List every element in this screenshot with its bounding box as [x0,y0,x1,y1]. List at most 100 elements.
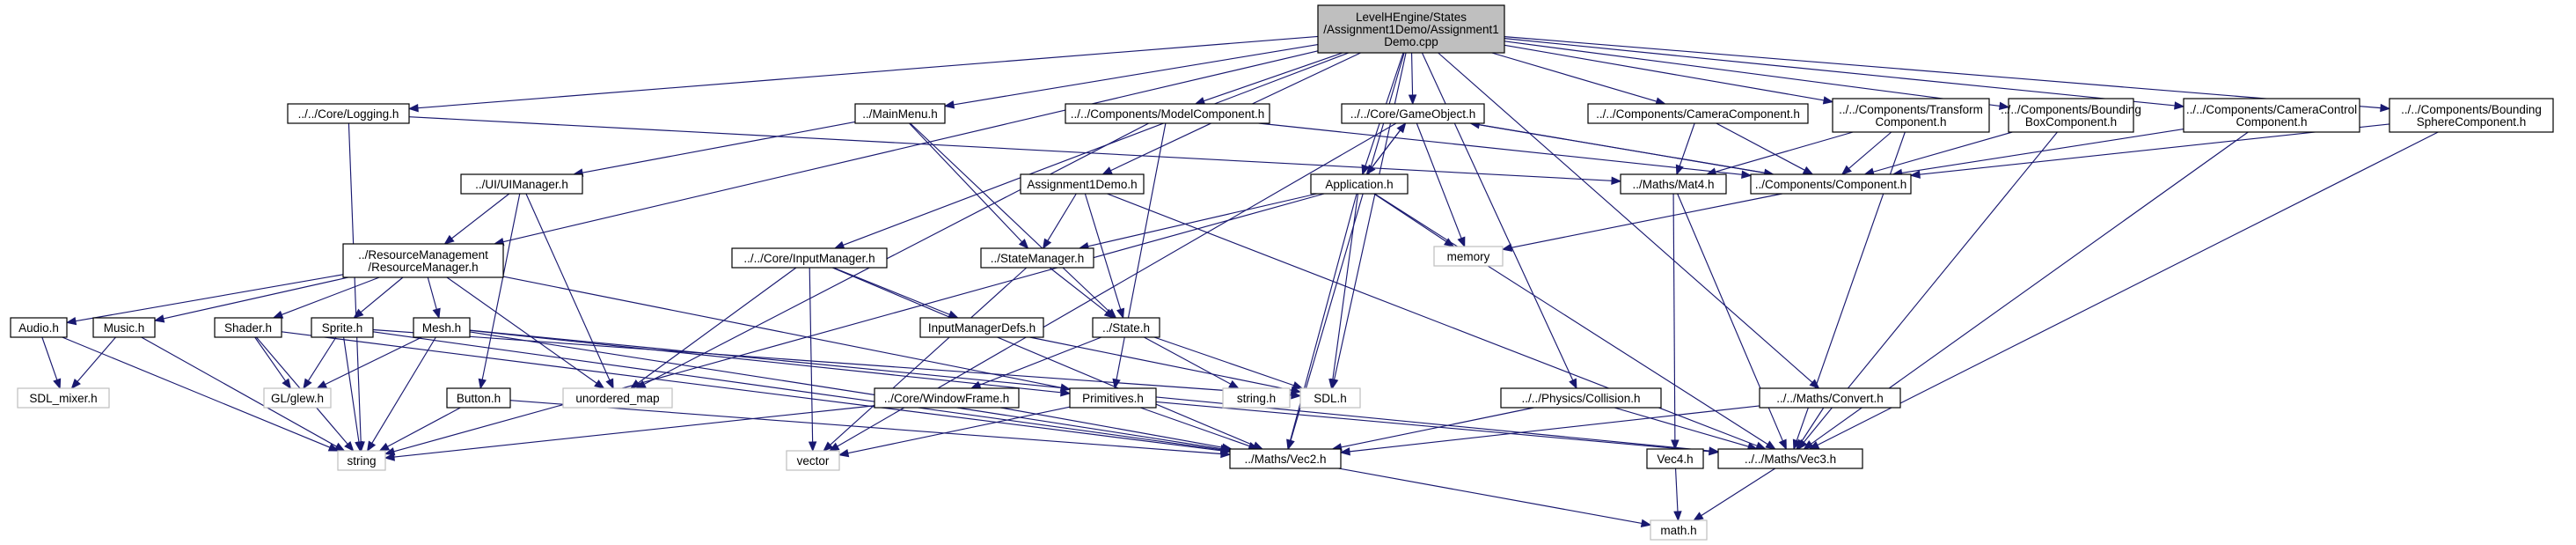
edge-sprite-to-glew [303,336,337,390]
node-box [854,103,946,124]
node-label: string [347,454,376,468]
edge-convert-to-vec3 [1796,407,1825,451]
node-label: ../../Core/GameObject.h [1350,107,1476,121]
node-gameobject[interactable]: ../../Core/GameObject.h [1341,103,1485,124]
node-button[interactable]: Button.h [446,387,511,409]
node-inputmanagerdefs[interactable]: InputManagerDefs.h [919,317,1044,338]
edge-root-to-gameobject [1408,52,1417,106]
edge-application-to-string [384,193,1325,456]
node-sprite[interactable]: Sprite.h [311,317,374,338]
edge-statemanager-to-state [1049,267,1115,319]
node-vector: vector [786,450,840,471]
edge-modelcomp-to-component [1258,122,1753,179]
edge-sprite-to-sdl [372,328,1302,400]
node-logging[interactable]: ../../Core/Logging.h [287,103,410,124]
node-label: InputManagerDefs.h [928,321,1036,335]
edge-state-to-sdl [1153,336,1304,390]
node-box [311,317,374,338]
edge-mesh-to-string [366,336,436,453]
node-box [1317,4,1505,54]
node-label: SDL.h [1314,392,1347,405]
node-label: /ResourceManager.h [368,261,478,274]
node-mainmenu[interactable]: ../MainMenu.h [854,103,946,124]
edge-assignment1demo-to-state [1084,193,1125,320]
edge-application-to-vec3 [1373,193,1776,450]
node-label: Demo.cpp [1384,35,1438,48]
node-primitives[interactable]: Primitives.h [1069,387,1157,409]
node-box [17,387,110,409]
node-box [92,317,156,338]
edge-music-to-sdlmixer [70,336,116,390]
node-music[interactable]: Music.h [92,317,156,338]
node-modelcomp[interactable]: ../../Components/ModelComponent.h [1065,103,1270,124]
node-box [1020,173,1145,195]
node-box [2389,98,2554,133]
edge-music-to-string [141,336,346,452]
node-box [1341,103,1485,124]
edge-assignment1demo-to-vec3 [1107,193,1767,450]
edge-logging-to-mat4 [408,116,1622,185]
node-convert[interactable]: ../../Maths/Convert.h [1759,387,1901,409]
node-label: Audio.h [18,321,59,335]
edge-transform-to-mat4 [1705,131,1854,176]
node-box [2183,98,2360,133]
node-vec4[interactable]: Vec4.h [1646,448,1704,469]
nodes-layer: LevelHEngine/States/Assignment1Demo/Assi… [10,4,2554,541]
edge-root-to-transform [1504,44,1834,105]
node-inputmanager[interactable]: ../../Core/InputManager.h [731,247,888,269]
edge-vec4-to-math [1673,468,1682,522]
node-vec3[interactable]: ../../Maths/Vec3.h [1717,448,1863,469]
edge-button-to-string [378,407,461,452]
node-sdl: SDL.h [1299,387,1361,409]
node-vec2[interactable]: ../Maths/Vec2.h [1229,448,1342,469]
node-cameracontrol[interactable]: ../../Components/CameraControlComponent.… [2183,98,2360,133]
edge-resourcemanager-to-audio [65,274,344,326]
node-label: vector [797,454,830,468]
node-box [1750,173,1912,195]
node-glew: GL/glew.h [263,387,332,409]
node-box [342,243,504,278]
edge-root-to-sdl [1330,52,1407,390]
node-cameracomp[interactable]: ../../Components/CameraComponent.h [1587,103,1809,124]
edge-root-to-logging [407,35,1319,113]
node-box [1069,387,1157,409]
node-windowframe[interactable]: ../Core/WindowFrame.h [874,387,1020,409]
node-sdlmixer: SDL_mixer.h [17,387,110,409]
node-box [1650,519,1708,541]
node-label: Music.h [104,321,145,335]
node-audio[interactable]: Audio.h [10,317,68,338]
node-label: Shader.h [224,321,272,335]
node-label: Mesh.h [422,321,461,335]
node-label: ../../Maths/Vec3.h [1745,453,1836,466]
node-state[interactable]: ../State.h [1092,317,1160,338]
node-label: Button.h [457,392,501,405]
node-label: ../Core/WindowFrame.h [884,392,1010,405]
node-boundingsphere[interactable]: ../../Components/BoundingSphereComponent… [2389,98,2554,133]
edge-boundingbox-to-component [1863,131,2013,176]
edge-modelcomp-to-primitives [1112,122,1167,390]
edge-application-to-statemanager [1078,193,1318,251]
node-component[interactable]: ../Components/Component.h [1750,173,1912,195]
node-label: GL/glew.h [271,392,324,405]
node-statemanager[interactable]: ../StateManager.h [980,247,1094,269]
node-assignment1demo[interactable]: Assignment1Demo.h [1020,173,1145,195]
node-box [1500,387,1662,409]
node-box [337,450,386,471]
edge-transform-to-component [1841,131,1892,175]
node-collision[interactable]: ../../Physics/Collision.h [1500,387,1662,409]
node-label: ../Maths/Vec2.h [1244,453,1326,466]
node-box [413,317,471,338]
node-resourcemanager[interactable]: ../ResourceManagement/ResourceManager.h [342,243,504,278]
node-uimanager[interactable]: ../UI/UIManager.h [460,173,583,195]
node-application[interactable]: Application.h [1310,173,1409,195]
node-box [446,387,511,409]
edge-uimanager-to-resourcemanager [443,193,510,245]
node-mesh[interactable]: Mesh.h [413,317,471,338]
node-label: ../../Components/ModelComponent.h [1071,107,1265,121]
node-box [731,247,888,269]
node-shader[interactable]: Shader.h [214,317,282,338]
node-box [1229,448,1342,469]
node-mat4[interactable]: ../Maths/Mat4.h [1620,173,1727,195]
